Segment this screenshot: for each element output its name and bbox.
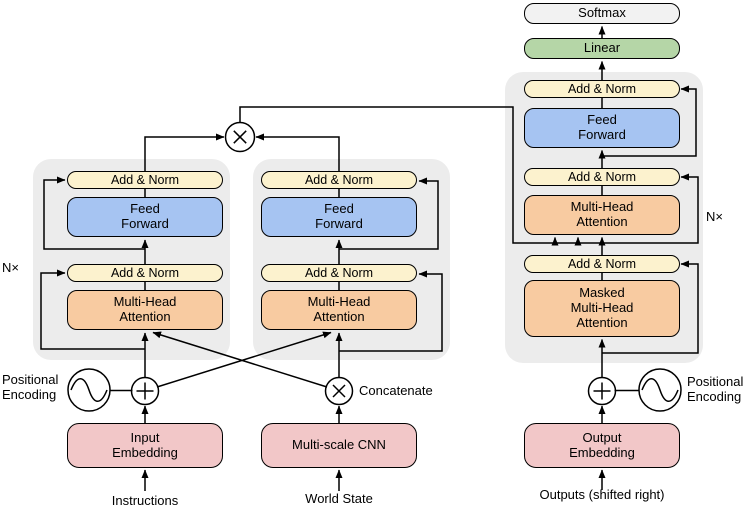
encoder-left-add-norm-bottom-box: Add & Norm [67, 264, 223, 282]
decoder-add-norm-middle-box: Add & Norm [524, 168, 680, 186]
positional-encoding-label-right: Positional Encoding [687, 374, 744, 404]
plus-icon-right [587, 376, 617, 406]
output-embedding-box: Output Embedding [524, 423, 680, 468]
positional-encoding-sine-icon-left [67, 368, 111, 412]
multiply-icon-top [224, 121, 256, 153]
encoder-left-multi-head-attention-box: Multi-Head Attention [67, 290, 223, 330]
multi-scale-cnn-box: Multi-scale CNN [261, 423, 417, 468]
plus-icon-left [130, 376, 160, 406]
outputs-shifted-right-label: Outputs (shifted right) [539, 487, 665, 502]
encoder-middle-add-norm-bottom-box: Add & Norm [261, 264, 417, 282]
decoder-masked-multi-head-attention-box: Masked Multi-Head Attention [524, 280, 680, 337]
decoder-feed-forward-box: Feed Forward [524, 108, 680, 148]
encoder-left-feed-forward-box: Feed Forward [67, 197, 223, 237]
linear-box: Linear [524, 38, 680, 59]
positional-encoding-label-left: Positional Encoding [2, 372, 59, 402]
world-state-input-label: World State [305, 491, 373, 506]
encoder-middle-feed-forward-box: Feed Forward [261, 197, 417, 237]
decoder-add-norm-bottom-box: Add & Norm [524, 255, 680, 273]
n-times-label-right: N× [706, 209, 723, 224]
decoder-add-norm-top-box: Add & Norm [524, 80, 680, 98]
decoder-multi-head-attention-box: Multi-Head Attention [524, 195, 680, 235]
input-embedding-box: Input Embedding [67, 423, 223, 468]
softmax-box: Softmax [524, 3, 680, 24]
positional-encoding-sine-icon-right [638, 368, 682, 412]
instructions-input-label: Instructions [111, 493, 179, 508]
encoder-middle-add-norm-top-box: Add & Norm [261, 171, 417, 189]
encoder-left-add-norm-top-box: Add & Norm [67, 171, 223, 189]
concatenate-label: Concatenate [359, 383, 433, 398]
n-times-label-left: N× [2, 260, 19, 275]
concatenate-times-icon [324, 376, 354, 406]
encoder-middle-multi-head-attention-box: Multi-Head Attention [261, 290, 417, 330]
